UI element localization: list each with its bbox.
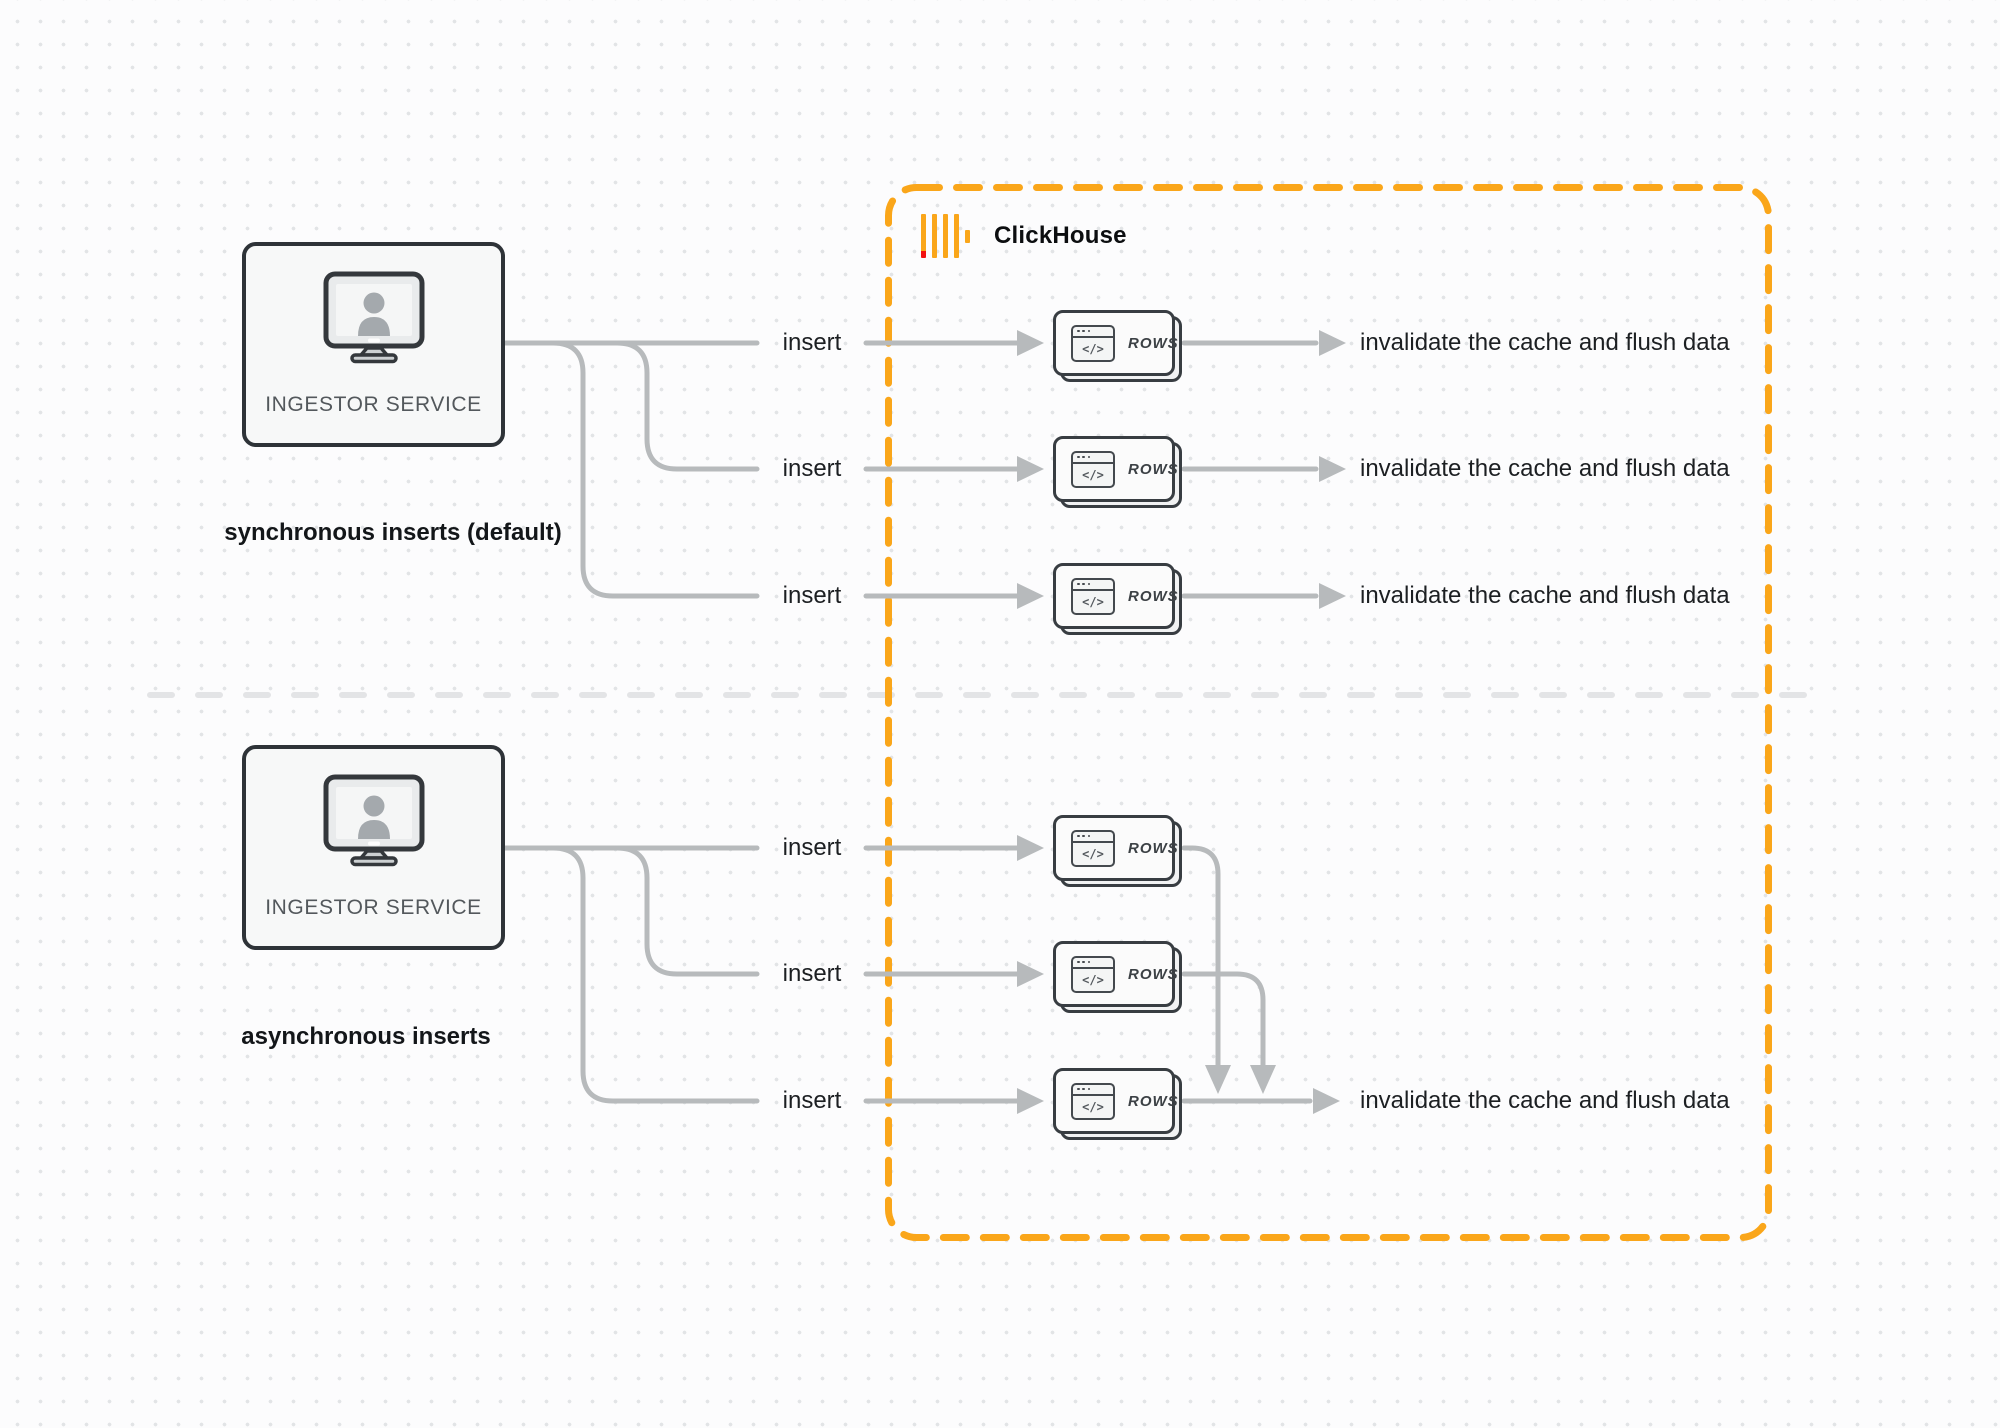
rows-card: </> ROWS	[1053, 563, 1182, 635]
clickhouse-logo: ClickHouse	[921, 214, 1127, 258]
service-label: INGESTOR SERVICE	[265, 896, 482, 919]
clickhouse-boundary-box	[885, 184, 1772, 1241]
result-label: invalidate the cache and flush data	[1360, 582, 1730, 609]
rows-label: ROWS	[1128, 965, 1179, 983]
service-label: INGESTOR SERVICE	[265, 393, 482, 416]
rows-label: ROWS	[1128, 587, 1179, 605]
insert-label: insert	[782, 834, 842, 861]
code-window-icon: </>	[1071, 577, 1115, 615]
sync-section-title: synchronous inserts (default)	[224, 519, 562, 546]
rows-card: </> ROWS	[1053, 815, 1182, 887]
monitor-user-icon	[323, 271, 424, 364]
code-window-icon: </>	[1071, 955, 1115, 993]
async-wires	[502, 835, 1340, 1114]
async-section-title: asynchronous inserts	[241, 1023, 491, 1050]
code-window-icon: </>	[1071, 450, 1115, 488]
result-label: invalidate the cache and flush data	[1360, 1087, 1730, 1114]
code-window-icon: </>	[1071, 1082, 1115, 1120]
monitor-user-icon	[323, 774, 424, 867]
insert-label: insert	[782, 1087, 842, 1114]
clickhouse-bars-icon	[921, 214, 970, 258]
rows-card: </> ROWS	[1053, 941, 1182, 1013]
clickhouse-wordmark: ClickHouse	[994, 222, 1127, 249]
rows-card: </> ROWS	[1053, 436, 1182, 508]
rows-label: ROWS	[1128, 1092, 1179, 1110]
sync-wires	[502, 330, 1346, 609]
insert-label: insert	[782, 455, 842, 482]
result-label: invalidate the cache and flush data	[1360, 455, 1730, 482]
rows-label: ROWS	[1128, 334, 1179, 352]
result-label: invalidate the cache and flush data	[1360, 329, 1730, 356]
ingestor-service-box-sync: INGESTOR SERVICE	[242, 242, 505, 447]
ingestor-service-box-async: INGESTOR SERVICE	[242, 745, 505, 950]
rows-label: ROWS	[1128, 460, 1179, 478]
code-window-icon: </>	[1071, 829, 1115, 867]
insert-label: insert	[782, 960, 842, 987]
rows-card: </> ROWS	[1053, 1068, 1182, 1140]
insert-label: insert	[782, 329, 842, 356]
insert-label: insert	[782, 582, 842, 609]
rows-label: ROWS	[1128, 839, 1179, 857]
code-window-icon: </>	[1071, 324, 1115, 362]
rows-card: </> ROWS	[1053, 310, 1182, 382]
